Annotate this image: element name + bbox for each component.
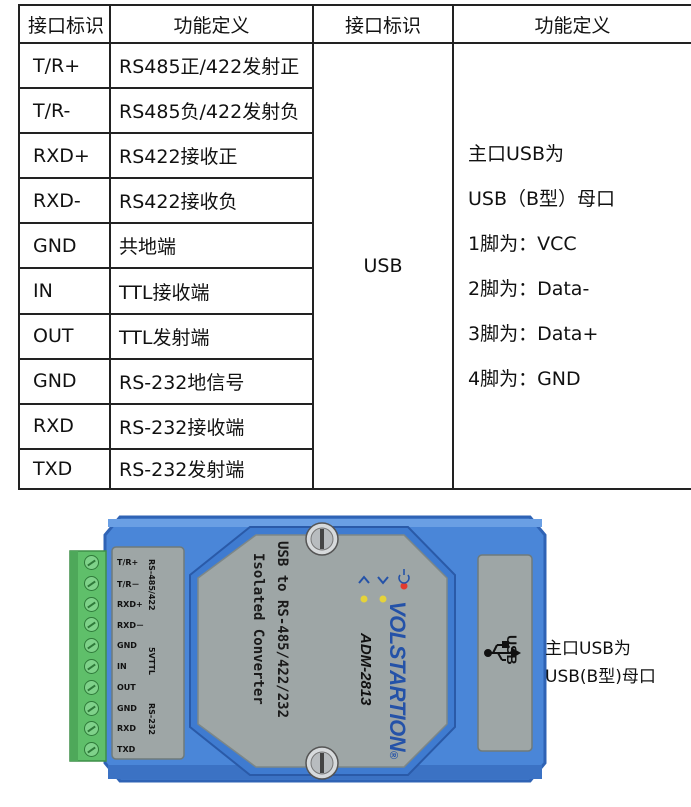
- function-cell: RS485负/422发射负: [109, 87, 314, 135]
- pin-cell: T/R-: [18, 87, 111, 135]
- usb-desc-line: 1脚为：VCC: [468, 233, 577, 256]
- usb-description-cell: 主口USB为 USB（B型）母口 1脚为：VCC 2脚为：Data- 3脚为：D…: [452, 42, 691, 490]
- table-row: OUT TTL发射端: [18, 312, 691, 360]
- terminal-screw-icon: [84, 617, 99, 633]
- terminal-label: GND: [117, 641, 137, 651]
- function-cell: 共地端: [109, 222, 314, 270]
- terminal-screw-icon: [84, 659, 99, 674]
- pin-cell: RXD: [18, 402, 111, 450]
- pin-cell: GND: [18, 357, 111, 405]
- function-cell: RS422接收负: [109, 177, 314, 225]
- side-note-line1: 主口USB为: [545, 639, 631, 659]
- side-note-line2: USB(B型)母口: [545, 667, 656, 687]
- tx-led: [379, 595, 387, 603]
- pin-cell: RXD+: [18, 132, 111, 180]
- usb-pin-cell: USB: [312, 42, 454, 490]
- pin-cell: T/R+: [18, 42, 111, 90]
- terminal-screw-icon: [84, 721, 99, 737]
- terminal-label: IN: [117, 662, 127, 671]
- usb-desc-line: 主口USB为: [468, 143, 565, 166]
- function-cell: RS-232接收端: [109, 402, 314, 450]
- rs232-group-label: RS-232: [147, 703, 156, 735]
- pin-cell: IN: [18, 267, 111, 315]
- registered-mark: ®: [387, 751, 399, 759]
- product-title-line2: Isolated Converter: [250, 553, 266, 705]
- ttl-group-label: 5VTTL: [147, 647, 156, 675]
- usb-desc-line: USB（B型）母口: [468, 188, 616, 211]
- table-row: GND 共地端: [18, 222, 691, 270]
- table-row: GND RS-232地信号: [18, 357, 691, 405]
- terminal-screw-icon: [84, 555, 99, 570]
- table-row: T/R+ RS485正/422发射正 USB 主口USB为 USB（B型）母口 …: [18, 42, 691, 490]
- table-row: RXD RS-232接收端: [18, 402, 691, 450]
- function-cell: RS-232发射端: [109, 447, 314, 491]
- terminal-screw-icon: [84, 700, 99, 716]
- usb-desc-line: 4脚为：GND: [468, 368, 581, 391]
- left-label-strip: [111, 546, 185, 760]
- model-number: ADM-2813: [357, 633, 374, 706]
- screw-top-icon: [305, 522, 339, 556]
- table-row: T/R- RS485负/422发射负: [18, 87, 691, 135]
- terminal-screw-icon: [84, 575, 99, 591]
- terminal-label: T/R+: [117, 558, 139, 567]
- function-cell: TTL接收端: [109, 267, 314, 315]
- function-cell: TTL发射端: [109, 312, 314, 360]
- pin-cell: GND: [18, 222, 111, 270]
- function-cell: RS422接收正: [109, 132, 314, 180]
- terminal-label: RXD+: [117, 599, 143, 609]
- brand-name: VOLSTARTION: [385, 601, 410, 752]
- pin-cell: RXD-: [18, 177, 111, 225]
- terminal-screw-icon: [84, 742, 99, 758]
- usb-desc-line: 2脚为：Data-: [468, 278, 590, 301]
- terminal-label: GND: [117, 703, 137, 713]
- pin-cell: OUT: [18, 312, 111, 360]
- usb-side-note: 主口USB为 USB(B型)母口: [545, 635, 656, 691]
- terminal-label: OUT: [117, 682, 136, 692]
- header-pin-id-usb: 接口标识: [312, 3, 454, 45]
- header-function: 功能定义: [109, 3, 314, 45]
- screw-bottom-icon: [305, 746, 339, 780]
- table-row: TXD RS-232发射端: [18, 447, 691, 491]
- terminal-screw-icon: [84, 596, 99, 612]
- table-row: RXD+ RS422接收正: [18, 132, 691, 180]
- usb-port-label: USB: [504, 635, 520, 665]
- header-pin-id: 接口标识: [18, 3, 111, 45]
- terminal-screw-icon: [84, 679, 99, 695]
- terminal-label: RXD: [117, 724, 136, 734]
- pin-cell: TXD: [18, 447, 111, 491]
- center-panel: [197, 534, 448, 768]
- table-header-row: 接口标识 功能定义 接口标识 功能定义: [18, 3, 691, 45]
- table-row: IN TTL接收端: [18, 267, 691, 315]
- usb-symbol-icon: [484, 641, 522, 661]
- table-row: RXD- RS422接收负: [18, 177, 691, 225]
- rs485-group-label: RS-485/422: [147, 559, 156, 611]
- function-cell: RS485正/422发射正: [109, 42, 314, 90]
- usb-desc-line: 3脚为：Data+: [468, 323, 599, 346]
- brand-logo-text: VOLSTARTION®: [384, 601, 410, 759]
- header-function-usb: 功能定义: [452, 3, 691, 45]
- converter-device-illustration: T/R+ T/R－ RXD+ RXD－ GND IN OUT GND RXD TXD RS-485…: [0, 495, 691, 807]
- product-title-line1: USB to RS-485/422/232: [274, 541, 290, 719]
- rx-arrow-icon: [358, 575, 370, 584]
- rx-led: [360, 595, 368, 603]
- function-cell: RS-232地信号: [109, 357, 314, 405]
- power-led: [400, 582, 408, 590]
- terminal-screw-icon: [84, 638, 99, 654]
- pin-definition-table: 接口标识 功能定义 接口标识 功能定义 T/R+ RS485正/422发射正 U…: [18, 3, 691, 491]
- terminal-label: T/R－: [117, 579, 140, 589]
- power-icon: [398, 569, 410, 584]
- tx-arrow-icon: [377, 576, 389, 585]
- terminal-label: TXD: [117, 745, 136, 755]
- terminal-label: RXD－: [117, 621, 144, 631]
